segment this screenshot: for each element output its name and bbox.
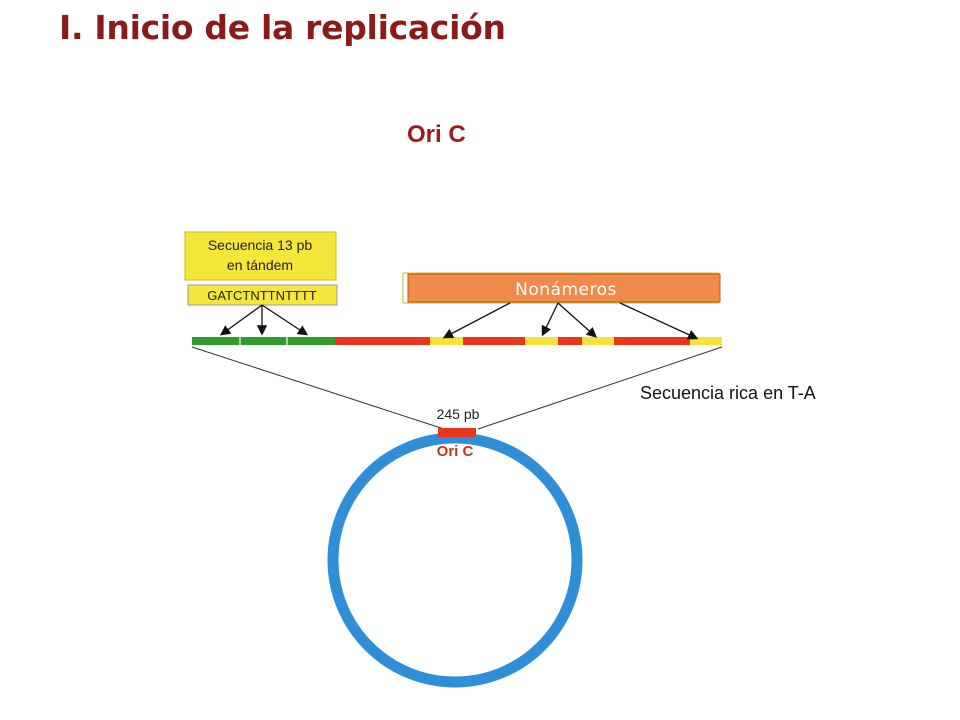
nonamer-segment [463, 337, 525, 345]
nonamer-segment [558, 337, 582, 345]
at-rich-segment [430, 337, 463, 345]
oric-origin-marker [438, 428, 476, 437]
at-rich-segment [690, 337, 722, 345]
at-rich-segment [582, 337, 614, 345]
bacterial-chromosome-circle [327, 432, 583, 688]
nonamer-segment [614, 337, 690, 345]
origin-label: Ori C [437, 443, 474, 460]
zoom-lines [191, 346, 723, 430]
slide-title: I. Inicio de la replicación [59, 8, 506, 47]
tandem-repeat-label-box: Secuencia 13 pb en tándem [184, 231, 337, 281]
tandem-sequence-box: GATCTNTTNTTTT [187, 284, 338, 306]
oric-sequence-bar [192, 337, 722, 345]
nonamer-label-text: Nonámeros [515, 280, 617, 300]
length-label: 245 pb [437, 406, 480, 422]
at-rich-sequence-note: Secuencia rica en T-A [640, 383, 816, 403]
tandem-sequence-text: GATCTNTTNTTTT [207, 288, 317, 303]
tandem-label-line1: Secuencia 13 pb [208, 237, 313, 253]
at-rich-segment [525, 337, 558, 345]
tandem-label-line2: en tándem [227, 257, 293, 273]
nonamer-segment [335, 337, 430, 345]
nonamer-label-box: Nonámeros [402, 272, 721, 304]
tandem-arrows [219, 304, 309, 336]
diagram-subtitle: Ori C [407, 121, 466, 148]
nonamer-arrows [442, 302, 699, 340]
tandem-repeat-segment [192, 337, 335, 345]
